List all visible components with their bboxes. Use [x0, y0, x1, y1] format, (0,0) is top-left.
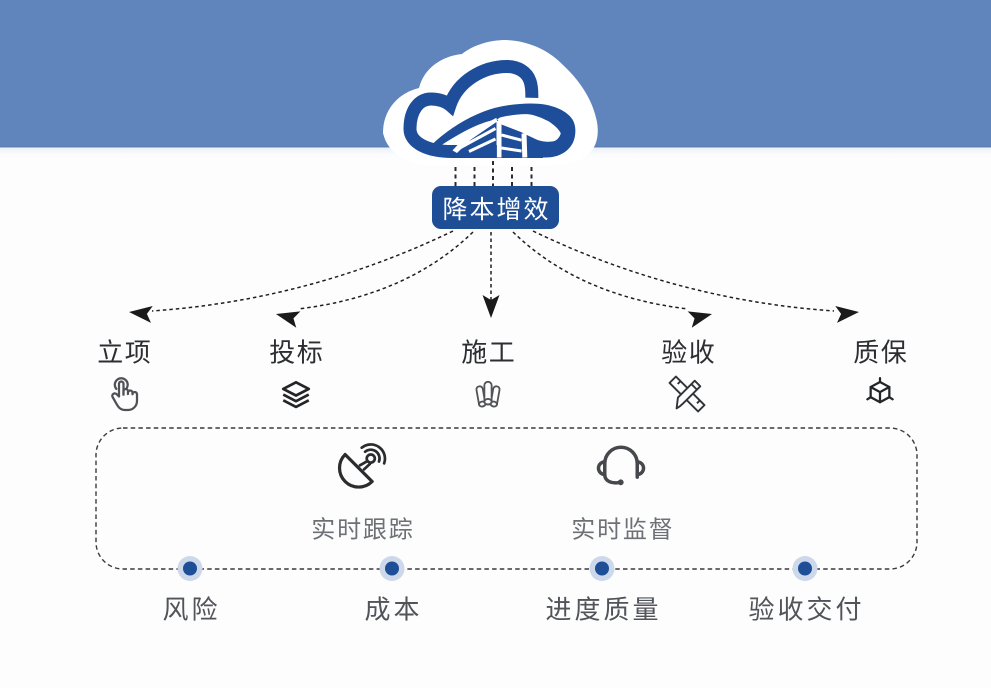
pencil-ruler-icon [668, 375, 706, 413]
benefit-badge-label: 降本增效 [442, 195, 551, 224]
benefit-badge: 降本增效 [432, 186, 559, 229]
dot-core [798, 561, 812, 576]
milestone-label-risk: 风险 [162, 594, 221, 625]
loop-interior [497, 114, 561, 142]
arrowhead [687, 311, 712, 328]
timeline-dot [379, 556, 405, 581]
headset-icon [596, 445, 646, 486]
monitor-panel-outline [95, 427, 918, 570]
stage-label-toubiao: 投标 [269, 337, 325, 368]
panel-label-supervision: 实时监督 [571, 516, 675, 544]
arrowhead [482, 295, 500, 318]
timeline-dot [589, 556, 615, 581]
stage-label-yanshou: 验收 [661, 337, 717, 368]
building-roof-gap [452, 117, 497, 153]
cloud-ring-stroke [403, 59, 543, 158]
timeline-dots [177, 556, 818, 581]
tap-icon [111, 377, 139, 412]
panel-label-tracking: 实时跟踪 [311, 516, 415, 544]
fanout-arrow-curve [151, 230, 454, 312]
dot-core [385, 561, 399, 576]
cloud-logo [383, 40, 598, 165]
timeline-dot [792, 556, 818, 581]
milestone-label-delivery: 验收交付 [748, 594, 865, 625]
milestone-label-progress: 进度质量 [545, 594, 662, 625]
dot-core [595, 561, 609, 576]
arrowhead [835, 305, 859, 323]
stage-label-lixiang: 立项 [97, 337, 153, 368]
cloud-badge-connectors [454, 161, 533, 186]
building-floor-lines [455, 121, 528, 158]
pipes-icon [475, 380, 501, 408]
fanout-arrow-curve [512, 231, 689, 310]
stage-label-zhibao: 质保 [853, 337, 909, 368]
arrowheads [129, 295, 859, 328]
fanout-arrows [151, 230, 835, 312]
fanout-arrow-curve [532, 230, 835, 312]
dot-core [183, 561, 197, 576]
arrowhead [276, 311, 301, 328]
stage-label-shigong: 施工 [461, 337, 517, 368]
satellite-dish-icon [337, 443, 387, 489]
milestone-label-cost: 成本 [364, 594, 423, 625]
fanout-arrow-curve [297, 231, 474, 310]
arrowhead [129, 305, 153, 323]
timeline-dot [177, 556, 203, 581]
layers-icon [281, 380, 311, 409]
cube-icon [866, 377, 894, 404]
